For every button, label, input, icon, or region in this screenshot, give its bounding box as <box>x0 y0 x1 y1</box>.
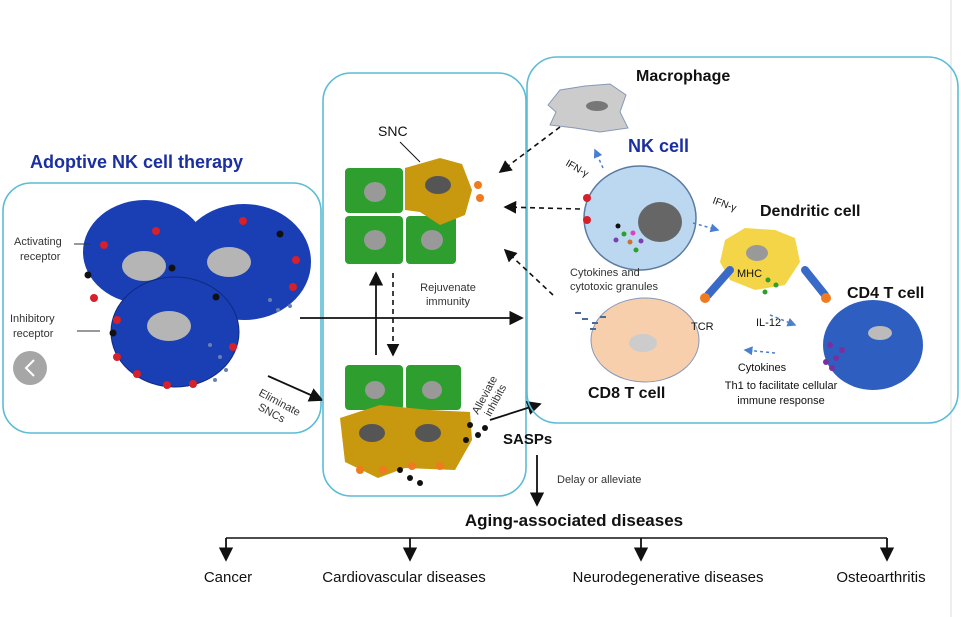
cd4-t-cell <box>823 300 923 390</box>
inhibitory-label-2: receptor <box>13 328 54 340</box>
middle-box <box>322 72 527 497</box>
cd4-label: CD4 T cell <box>847 285 924 302</box>
cd8-label: CD8 T cell <box>588 385 665 402</box>
granules <box>208 298 292 382</box>
delay-label: Delay or alleviate <box>557 474 641 486</box>
rejuvenate-label-2: immunity <box>426 296 471 308</box>
outcomes: Delay or alleviate Aging-associated dise… <box>204 455 926 586</box>
nk-cell <box>583 165 697 271</box>
disease-osteoarthritis: Osteoarthritis <box>836 569 925 586</box>
disease-neurodegenerative: Neurodegenerative diseases <box>573 569 764 586</box>
diseases-title: Aging-associated diseases <box>465 511 683 530</box>
right-box <box>526 56 959 424</box>
th1-label-2: immune response <box>737 395 824 407</box>
back-button[interactable] <box>13 351 47 385</box>
sasps-label: SASPs <box>503 431 552 448</box>
cd8-t-cell <box>575 297 700 383</box>
activating-label: Activating <box>14 236 62 248</box>
disease-cancer: Cancer <box>204 569 252 586</box>
dendritic-cell-label: Dendritic cell <box>760 203 860 220</box>
snc-bottom <box>340 365 488 486</box>
tcr-label: TCR <box>691 321 714 333</box>
cytokines-granules-label: Cytokines and <box>570 267 640 279</box>
activating-receptors <box>90 217 300 389</box>
snc-top <box>345 158 484 264</box>
nk-cell-label: NK cell <box>628 136 689 156</box>
disease-cardiovascular: Cardiovascular diseases <box>322 569 485 586</box>
panel-title: Adoptive NK cell therapy <box>30 152 243 172</box>
dendritic-cell <box>700 228 831 303</box>
cytokines-granules-label-2: cytotoxic granules <box>570 281 659 293</box>
il12-label: IL-12 <box>756 317 781 329</box>
th1-label: Th1 to facilitate cellular <box>725 380 838 392</box>
left-panel: Adoptive NK cell therapy <box>2 152 324 434</box>
inhibitory-receptors <box>84 230 284 337</box>
inhibitory-label: Inhibitory <box>10 313 55 325</box>
macrophage-label: Macrophage <box>636 68 730 85</box>
snc-label: SNC <box>378 123 408 139</box>
right-panel: Macrophage NK cell IFN-γ IFN-γ Dendritic… <box>526 56 959 424</box>
left-box <box>2 182 322 434</box>
middle-panel: SNC Rejuvenate immunity Alleviate inhibi… <box>322 72 552 497</box>
mhc-label: MHC <box>737 268 762 280</box>
ifn-gamma-label-1: IFN-γ <box>564 158 591 180</box>
chevron-left-icon <box>24 359 35 377</box>
macrophage <box>547 83 629 133</box>
activating-label-2: receptor <box>20 251 61 263</box>
nk-cells <box>83 200 311 389</box>
ifn-gamma-label-2: IFN-γ <box>711 195 738 214</box>
rejuvenate-label: Rejuvenate <box>420 282 476 294</box>
cytokines-label: Cytokines <box>738 362 787 374</box>
